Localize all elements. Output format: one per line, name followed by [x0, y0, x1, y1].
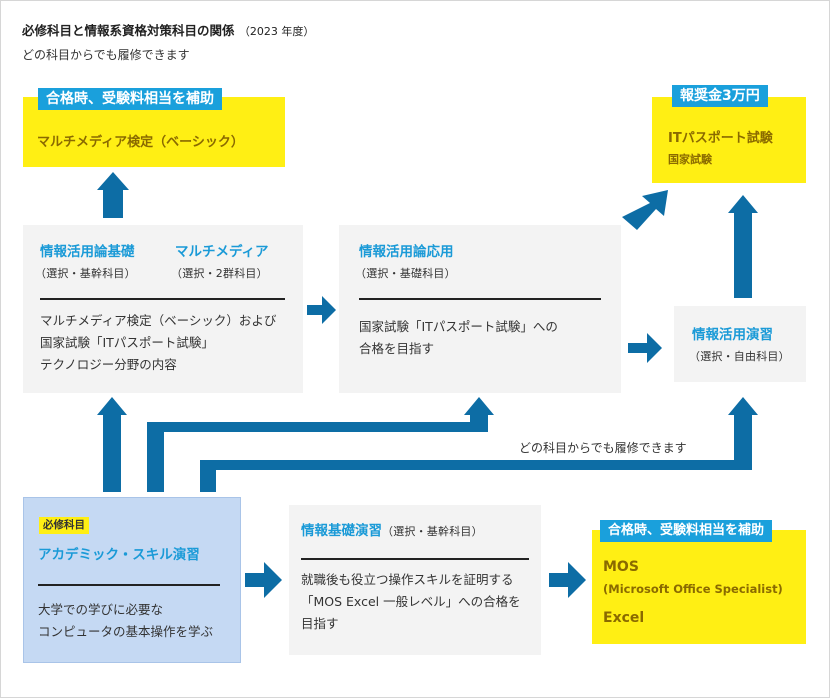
- arrow-right-to-info-basic: [245, 562, 282, 598]
- course-info-basic-type: （選択・基幹科目）: [382, 525, 483, 538]
- arrow-up-to-basics: [97, 397, 127, 492]
- any-course-note: どの科目からでも履修できます: [519, 441, 687, 455]
- course-info-literacy-basic: 情報活用論基礎: [40, 244, 135, 260]
- course-info-literacy-basic-type: （選択・基幹科目）: [35, 267, 136, 280]
- applied-divider: [359, 298, 601, 300]
- info-basic-heading: 情報基礎演習（選択・基幹科目）: [301, 519, 483, 539]
- required-badge: 必修科目: [39, 517, 89, 534]
- course-info-practice: 情報活用演習: [692, 327, 773, 343]
- mos-box: MOS (Microsoft Office Specialist) Excel: [592, 530, 806, 644]
- mos-full-name: (Microsoft Office Specialist): [603, 582, 783, 596]
- applied-description: 国家試験「ITパスポート試験」への 合格を目指す: [359, 316, 558, 360]
- basics-line: テクノロジー分野の内容: [40, 357, 177, 372]
- it-passport-box: ITパスポート試験 国家試験: [652, 97, 806, 183]
- page-subtitle: どの科目からでも履修できます: [22, 48, 190, 62]
- course-multimedia-type: （選択・2群科目）: [171, 267, 268, 280]
- course-multimedia: マルチメディア: [175, 244, 269, 260]
- info-basic-line: 就職後も役立つ操作スキルを証明する: [301, 572, 514, 587]
- arrow-right-to-applied: [307, 296, 336, 324]
- basics-line: 国家試験「ITパスポート試験」: [40, 335, 214, 350]
- subsidy-tag-multimedia: 合格時、受験料相当を補助: [38, 88, 222, 110]
- required-line: コンピュータの基本操作を学ぶ: [38, 624, 214, 639]
- title-text: 必修科目と情報系資格対策科目の関係: [22, 23, 235, 38]
- subsidy-tag-mos: 合格時、受験料相当を補助: [600, 520, 773, 542]
- arrow-diagonal-to-it-passport: [622, 190, 668, 230]
- mos-excel: Excel: [603, 610, 645, 626]
- arrow-up-to-it-passport: [728, 195, 758, 298]
- reward-tag: 報奨金3万円: [672, 85, 768, 107]
- required-divider: [38, 584, 220, 586]
- applied-panel: 情報活用論応用 （選択・基礎科目） 国家試験「ITパスポート試験」への 合格を目…: [339, 225, 621, 393]
- practice-panel: 情報活用演習 （選択・自由科目）: [674, 306, 806, 382]
- basics-description: マルチメディア検定（ベーシック）および 国家試験「ITパスポート試験」 テクノロ…: [40, 310, 276, 376]
- it-passport-sub: 国家試験: [668, 153, 712, 166]
- course-info-literacy-applied-type: （選択・基礎科目）: [355, 267, 456, 280]
- info-basic-line: 目指す: [301, 616, 339, 631]
- required-description: 大学での学びに必要な コンピュータの基本操作を学ぶ: [38, 599, 213, 643]
- arrow-right-to-practice: [628, 333, 662, 363]
- applied-line: 国家試験「ITパスポート試験」への: [359, 319, 558, 334]
- it-passport-name: ITパスポート試験: [668, 131, 773, 146]
- arrow-path-to-applied: [147, 397, 494, 492]
- info-basic-divider: [301, 558, 529, 560]
- course-info-literacy-applied: 情報活用論応用: [359, 244, 454, 260]
- info-basic-line: 「MOS Excel 一般レベル」への合格を: [301, 594, 521, 609]
- title-year: （2023 年度）: [238, 25, 315, 38]
- basics-line: マルチメディア検定（ベーシック）および: [40, 313, 277, 328]
- mos-title: MOS: [603, 559, 639, 575]
- arrow-up-to-multimedia-cert: [97, 172, 129, 218]
- info-basic-panel: 情報基礎演習（選択・基幹科目） 就職後も役立つ操作スキルを証明する 「MOS E…: [289, 505, 541, 655]
- course-info-basic-practice: 情報基礎演習: [301, 523, 382, 539]
- multimedia-cert-name: マルチメディア検定（ベーシック）: [37, 135, 244, 150]
- basics-panel: 情報活用論基礎 （選択・基幹科目） マルチメディア （選択・2群科目） マルチメ…: [23, 225, 303, 393]
- page-title: 必修科目と情報系資格対策科目の関係 （2023 年度）: [22, 20, 314, 39]
- required-line: 大学での学びに必要な: [38, 602, 164, 617]
- applied-line: 合格を目指す: [359, 341, 435, 356]
- info-basic-description: 就職後も役立つ操作スキルを証明する 「MOS Excel 一般レベル」への合格を…: [301, 569, 521, 635]
- arrow-path-to-practice: [200, 397, 758, 492]
- basics-divider: [40, 298, 285, 300]
- course-academic-skill: アカデミック・スキル演習: [38, 547, 200, 563]
- course-info-practice-type: （選択・自由科目）: [689, 350, 790, 363]
- arrow-right-to-mos: [549, 562, 586, 598]
- required-panel: 必修科目 アカデミック・スキル演習 大学での学びに必要な コンピュータの基本操作…: [23, 497, 241, 663]
